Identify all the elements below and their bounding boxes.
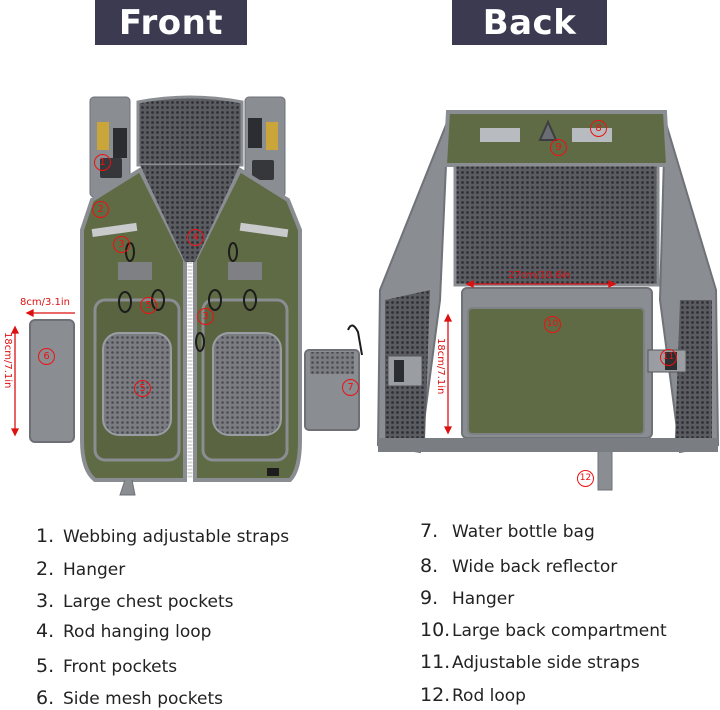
- back-compartment-width-label: 27cm/10.6in: [508, 270, 571, 281]
- back-marker-11: 11: [660, 349, 677, 366]
- back-marker-12: 12: [577, 470, 594, 487]
- back-view-header: Back: [452, 0, 607, 45]
- front-pocket-height-label: 18cm/7.1in: [2, 332, 13, 389]
- front-vest-image: [29, 95, 363, 496]
- front-marker-5a: 5: [140, 297, 157, 314]
- back-compartment-height-label: 18cm/7.1in: [435, 338, 446, 395]
- back-marker-9: 9: [550, 139, 567, 156]
- legend-item: 10.Large back compartment: [420, 619, 667, 641]
- legend-item: 3.Large chest pockets: [36, 590, 234, 612]
- back-marker-8: 8: [590, 120, 607, 137]
- legend-item: 12.Rod loop: [420, 684, 526, 706]
- legend-item: 9.Hanger: [420, 587, 515, 609]
- front-marker-5b: 5: [134, 380, 151, 397]
- legend-item: 8.Wide back reflector: [420, 555, 618, 577]
- front-view-header: Front: [95, 0, 247, 45]
- dimension-arrows: [10, 279, 617, 437]
- legend-item: 11.Adjustable side straps: [420, 651, 640, 673]
- legend-item: 5.Front pockets: [36, 655, 178, 677]
- front-marker-3b: 3: [197, 308, 214, 325]
- front-marker-4: 4: [187, 229, 204, 246]
- legend-item: 2.Hanger: [36, 558, 126, 580]
- legend-item: 7.Water bottle bag: [420, 520, 595, 542]
- front-marker-7: 7: [342, 379, 359, 396]
- front-pocket-width-label: 8cm/3.1in: [20, 297, 70, 308]
- legend-item: 6.Side mesh pockets: [36, 687, 223, 709]
- back-marker-10: 10: [544, 316, 561, 333]
- front-marker-1: 1: [94, 154, 111, 171]
- legend-item: 1.Webbing adjustable straps: [36, 525, 290, 547]
- front-marker-3a: 3: [113, 236, 130, 253]
- front-marker-2: 2: [92, 201, 109, 218]
- front-marker-6: 6: [38, 348, 55, 365]
- back-vest-image: [376, 110, 720, 491]
- legend-item: 4.Rod hanging loop: [36, 620, 212, 642]
